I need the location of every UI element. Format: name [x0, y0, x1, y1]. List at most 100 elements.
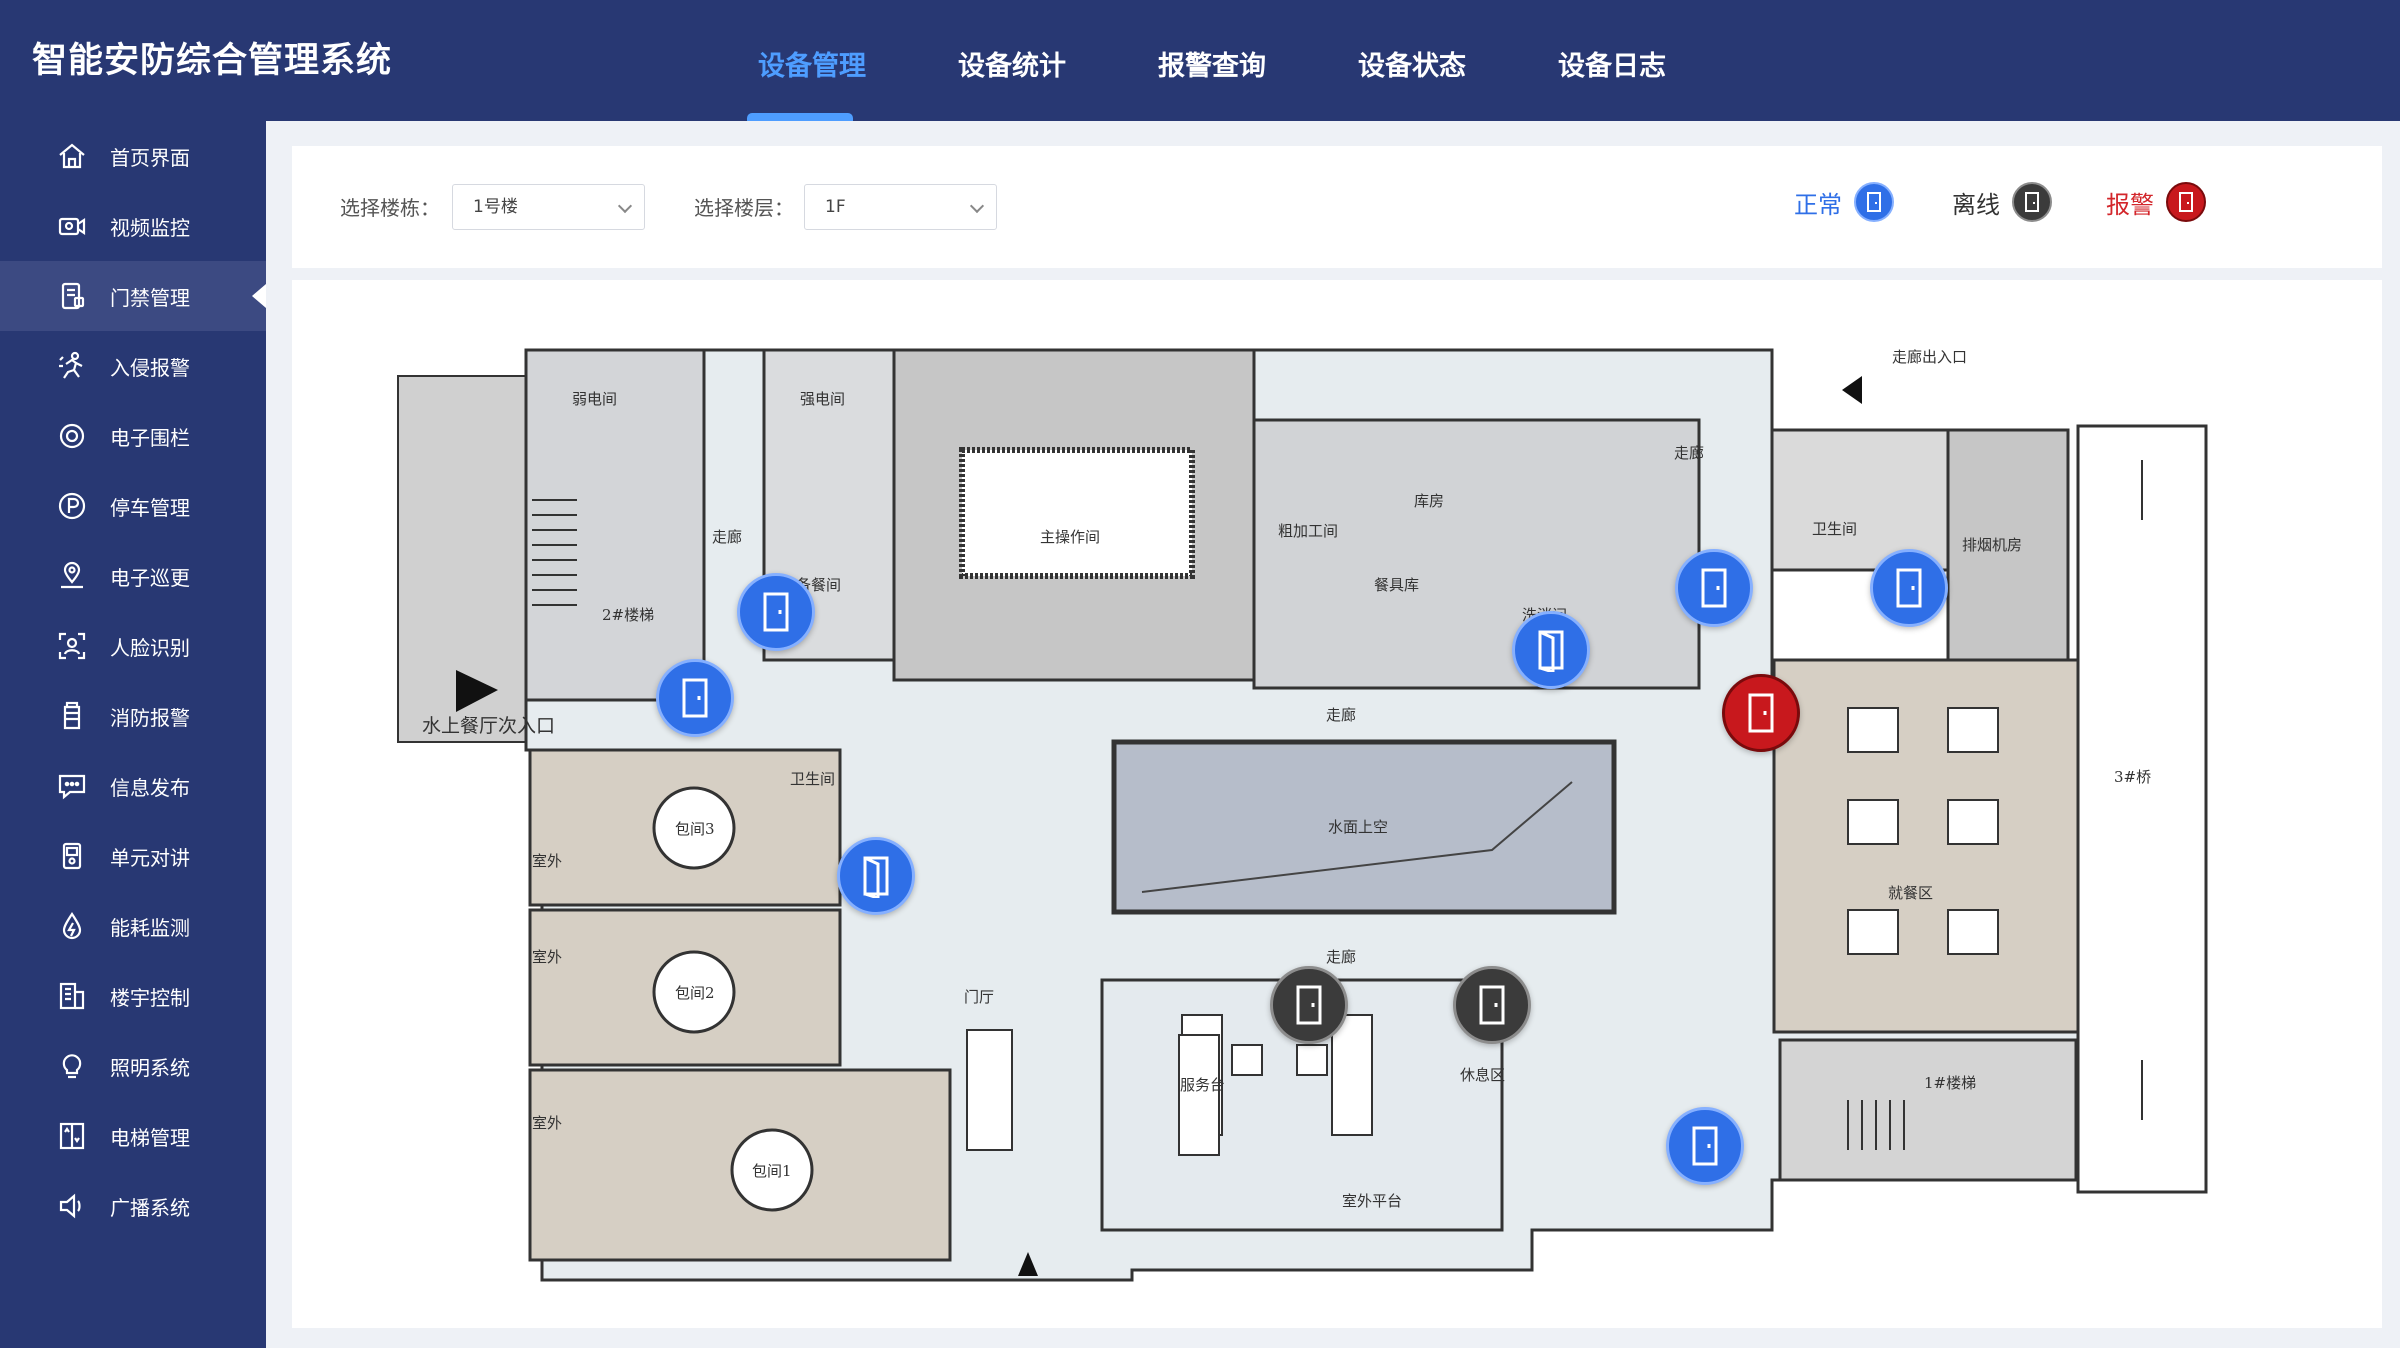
sidebar-item-face[interactable]: 人脸识别: [0, 611, 266, 681]
room-label-kitchen: 主操作间: [1040, 528, 1100, 546]
floor-plan: 弱电间 强电间 主操作间 库房 粗加工间 洗消间 餐具库 备餐间 走廊 走廊 走…: [397, 348, 2208, 1282]
sidebar-item-label: 人脸识别: [110, 635, 190, 660]
sidebar-item-label: 门禁管理: [110, 285, 190, 310]
room-label-lobby: 门厅: [964, 988, 994, 1006]
sidebar-item-label: 视频监控: [110, 215, 190, 240]
floor-map-panel: 弱电间 强电间 主操作间 库房 粗加工间 洗消间 餐具库 备餐间 走廊 走廊 走…: [292, 280, 2382, 1328]
door-icon: [1692, 1126, 1718, 1166]
chevron-down-icon: [617, 198, 633, 214]
door-icon: [1479, 985, 1505, 1025]
door-marker-rest-east[interactable]: [1453, 966, 1531, 1044]
room-label-dining: 就餐区: [1888, 884, 1933, 902]
nav-tab-device-statistics[interactable]: 设备统计: [958, 51, 1066, 82]
intercom-icon: [54, 838, 90, 874]
sidebar-item-label: 信息发布: [110, 775, 190, 800]
sidebar-item-label: 电梯管理: [110, 1125, 190, 1150]
legend-alarm: 报警: [2106, 182, 2206, 222]
nav-tab-device-management[interactable]: 设备管理: [712, 0, 912, 121]
face-scan-icon: [54, 628, 90, 664]
floor-select[interactable]: 1F: [804, 184, 997, 230]
sidebar-item-intercom[interactable]: 单元对讲: [0, 821, 266, 891]
sidebar-item-info[interactable]: 信息发布: [0, 751, 266, 821]
intruder-icon: [54, 348, 90, 384]
sidebar-item-fence[interactable]: 电子围栏: [0, 401, 266, 471]
sidebar-item-label: 照明系统: [110, 1055, 190, 1080]
room-label-corridor-e: 走廊: [1674, 444, 1704, 462]
sidebar-item-label: 电子巡更: [110, 565, 190, 590]
room-label-rough: 粗加工间: [1278, 522, 1338, 540]
sidebar-item-broadcast[interactable]: 广播系统: [0, 1171, 266, 1241]
room-label-stair2: 2#楼梯: [602, 606, 654, 624]
room-label-corridor-w: 走廊: [712, 528, 742, 546]
floor-select-label: 选择楼层：: [694, 196, 794, 220]
sidebar-item-label: 消防报警: [110, 705, 190, 730]
nav-tab-device-status[interactable]: 设备状态: [1358, 51, 1466, 82]
camera-icon: [54, 208, 90, 244]
door-icon: [763, 592, 789, 632]
room-label-private1: 包间1: [752, 1162, 792, 1180]
sidebar-item-lighting[interactable]: 照明系统: [0, 1031, 266, 1101]
building-select-value: 1号楼: [473, 197, 518, 217]
sidebar-item-intrusion[interactable]: 入侵报警: [0, 331, 266, 401]
legend-offline-label: 离线: [1952, 190, 2000, 219]
speaker-icon: [54, 1188, 90, 1224]
sidebar-item-fire[interactable]: 消防报警: [0, 681, 266, 751]
sidebar-item-label: 停车管理: [110, 495, 190, 520]
door-marker-entrance[interactable]: [656, 659, 734, 737]
room-label-corridor-c: 走廊: [1326, 706, 1356, 724]
door-open-icon: [1538, 630, 1564, 672]
sidebar-item-energy[interactable]: 能耗监测: [0, 891, 266, 961]
sidebar-item-elevator[interactable]: 电梯管理: [0, 1101, 266, 1171]
sidebar-item-patrol[interactable]: 电子巡更: [0, 541, 266, 611]
room-label-toilet-e: 卫生间: [1812, 520, 1857, 538]
room-label-private3: 包间3: [675, 820, 715, 838]
room-label-bridge3: 3#桥: [2114, 768, 2151, 786]
door-icon: [2012, 182, 2052, 222]
sidebar-item-label: 首页界面: [110, 145, 190, 170]
door-icon: [682, 678, 708, 718]
door-icon: [1896, 568, 1922, 608]
sidebar-item-label: 能耗监测: [110, 915, 190, 940]
energy-icon: [54, 908, 90, 944]
door-icon: [1748, 693, 1774, 733]
sidebar-item-label: 入侵报警: [110, 355, 190, 380]
nav-tab-device-log[interactable]: 设备日志: [1558, 51, 1666, 82]
room-label-strong: 强电间: [800, 390, 845, 408]
room-label-pool: 水面上空: [1328, 818, 1388, 836]
door-marker-private3[interactable]: [837, 837, 915, 915]
fence-icon: [54, 418, 90, 454]
app-title: 智能安防综合管理系统: [32, 41, 393, 81]
room-label-corridor-s: 走廊: [1326, 948, 1356, 966]
top-nav: 设备管理 设备统计 报警查询 设备状态 设备日志: [712, 0, 1712, 121]
door-marker-dining[interactable]: [1722, 674, 1800, 752]
room-label-outdoor-platform: 室外平台: [1342, 1192, 1402, 1210]
sidebar-item-parking[interactable]: 停车管理: [0, 471, 266, 541]
nav-tab-alarm-query[interactable]: 报警查询: [1158, 51, 1266, 82]
sidebar-item-access-control[interactable]: 门禁管理: [0, 261, 266, 331]
legend-offline: 离线: [1952, 182, 2052, 222]
room-label-outdoor-2: 室外: [532, 948, 562, 966]
room-label-service: 服务台: [1180, 1076, 1225, 1094]
door-marker-prep[interactable]: [737, 573, 815, 651]
sidebar-item-building[interactable]: 楼宇控制: [0, 961, 266, 1031]
room-label-weak: 弱电间: [572, 390, 617, 408]
sidebar-item-label: 楼宇控制: [110, 985, 190, 1010]
patrol-icon: [54, 558, 90, 594]
door-marker-rest-west[interactable]: [1270, 966, 1348, 1044]
door-marker-toilet-east[interactable]: [1870, 549, 1948, 627]
room-label-toilet-p3: 卫生间: [790, 770, 835, 788]
door-marker-stair1[interactable]: [1666, 1107, 1744, 1185]
door-marker-corridor-east[interactable]: [1675, 549, 1753, 627]
room-label-rest: 休息区: [1460, 1066, 1505, 1084]
elevator-icon: [54, 1118, 90, 1154]
building-select[interactable]: 1号楼: [452, 184, 645, 230]
room-label-stair1: 1#楼梯: [1924, 1074, 1976, 1092]
sidebar-item-video[interactable]: 视频监控: [0, 191, 266, 261]
door-marker-dish[interactable]: [1512, 611, 1590, 689]
door-icon: [1296, 985, 1322, 1025]
room-label-storage: 库房: [1414, 492, 1444, 510]
sidebar-item-home[interactable]: 首页界面: [0, 121, 266, 191]
building-icon: [54, 978, 90, 1014]
filter-panel: 选择楼栋： 1号楼 选择楼层： 1F 正常 离线 报警: [292, 146, 2382, 268]
sidebar-item-label: 电子围栏: [110, 425, 190, 450]
